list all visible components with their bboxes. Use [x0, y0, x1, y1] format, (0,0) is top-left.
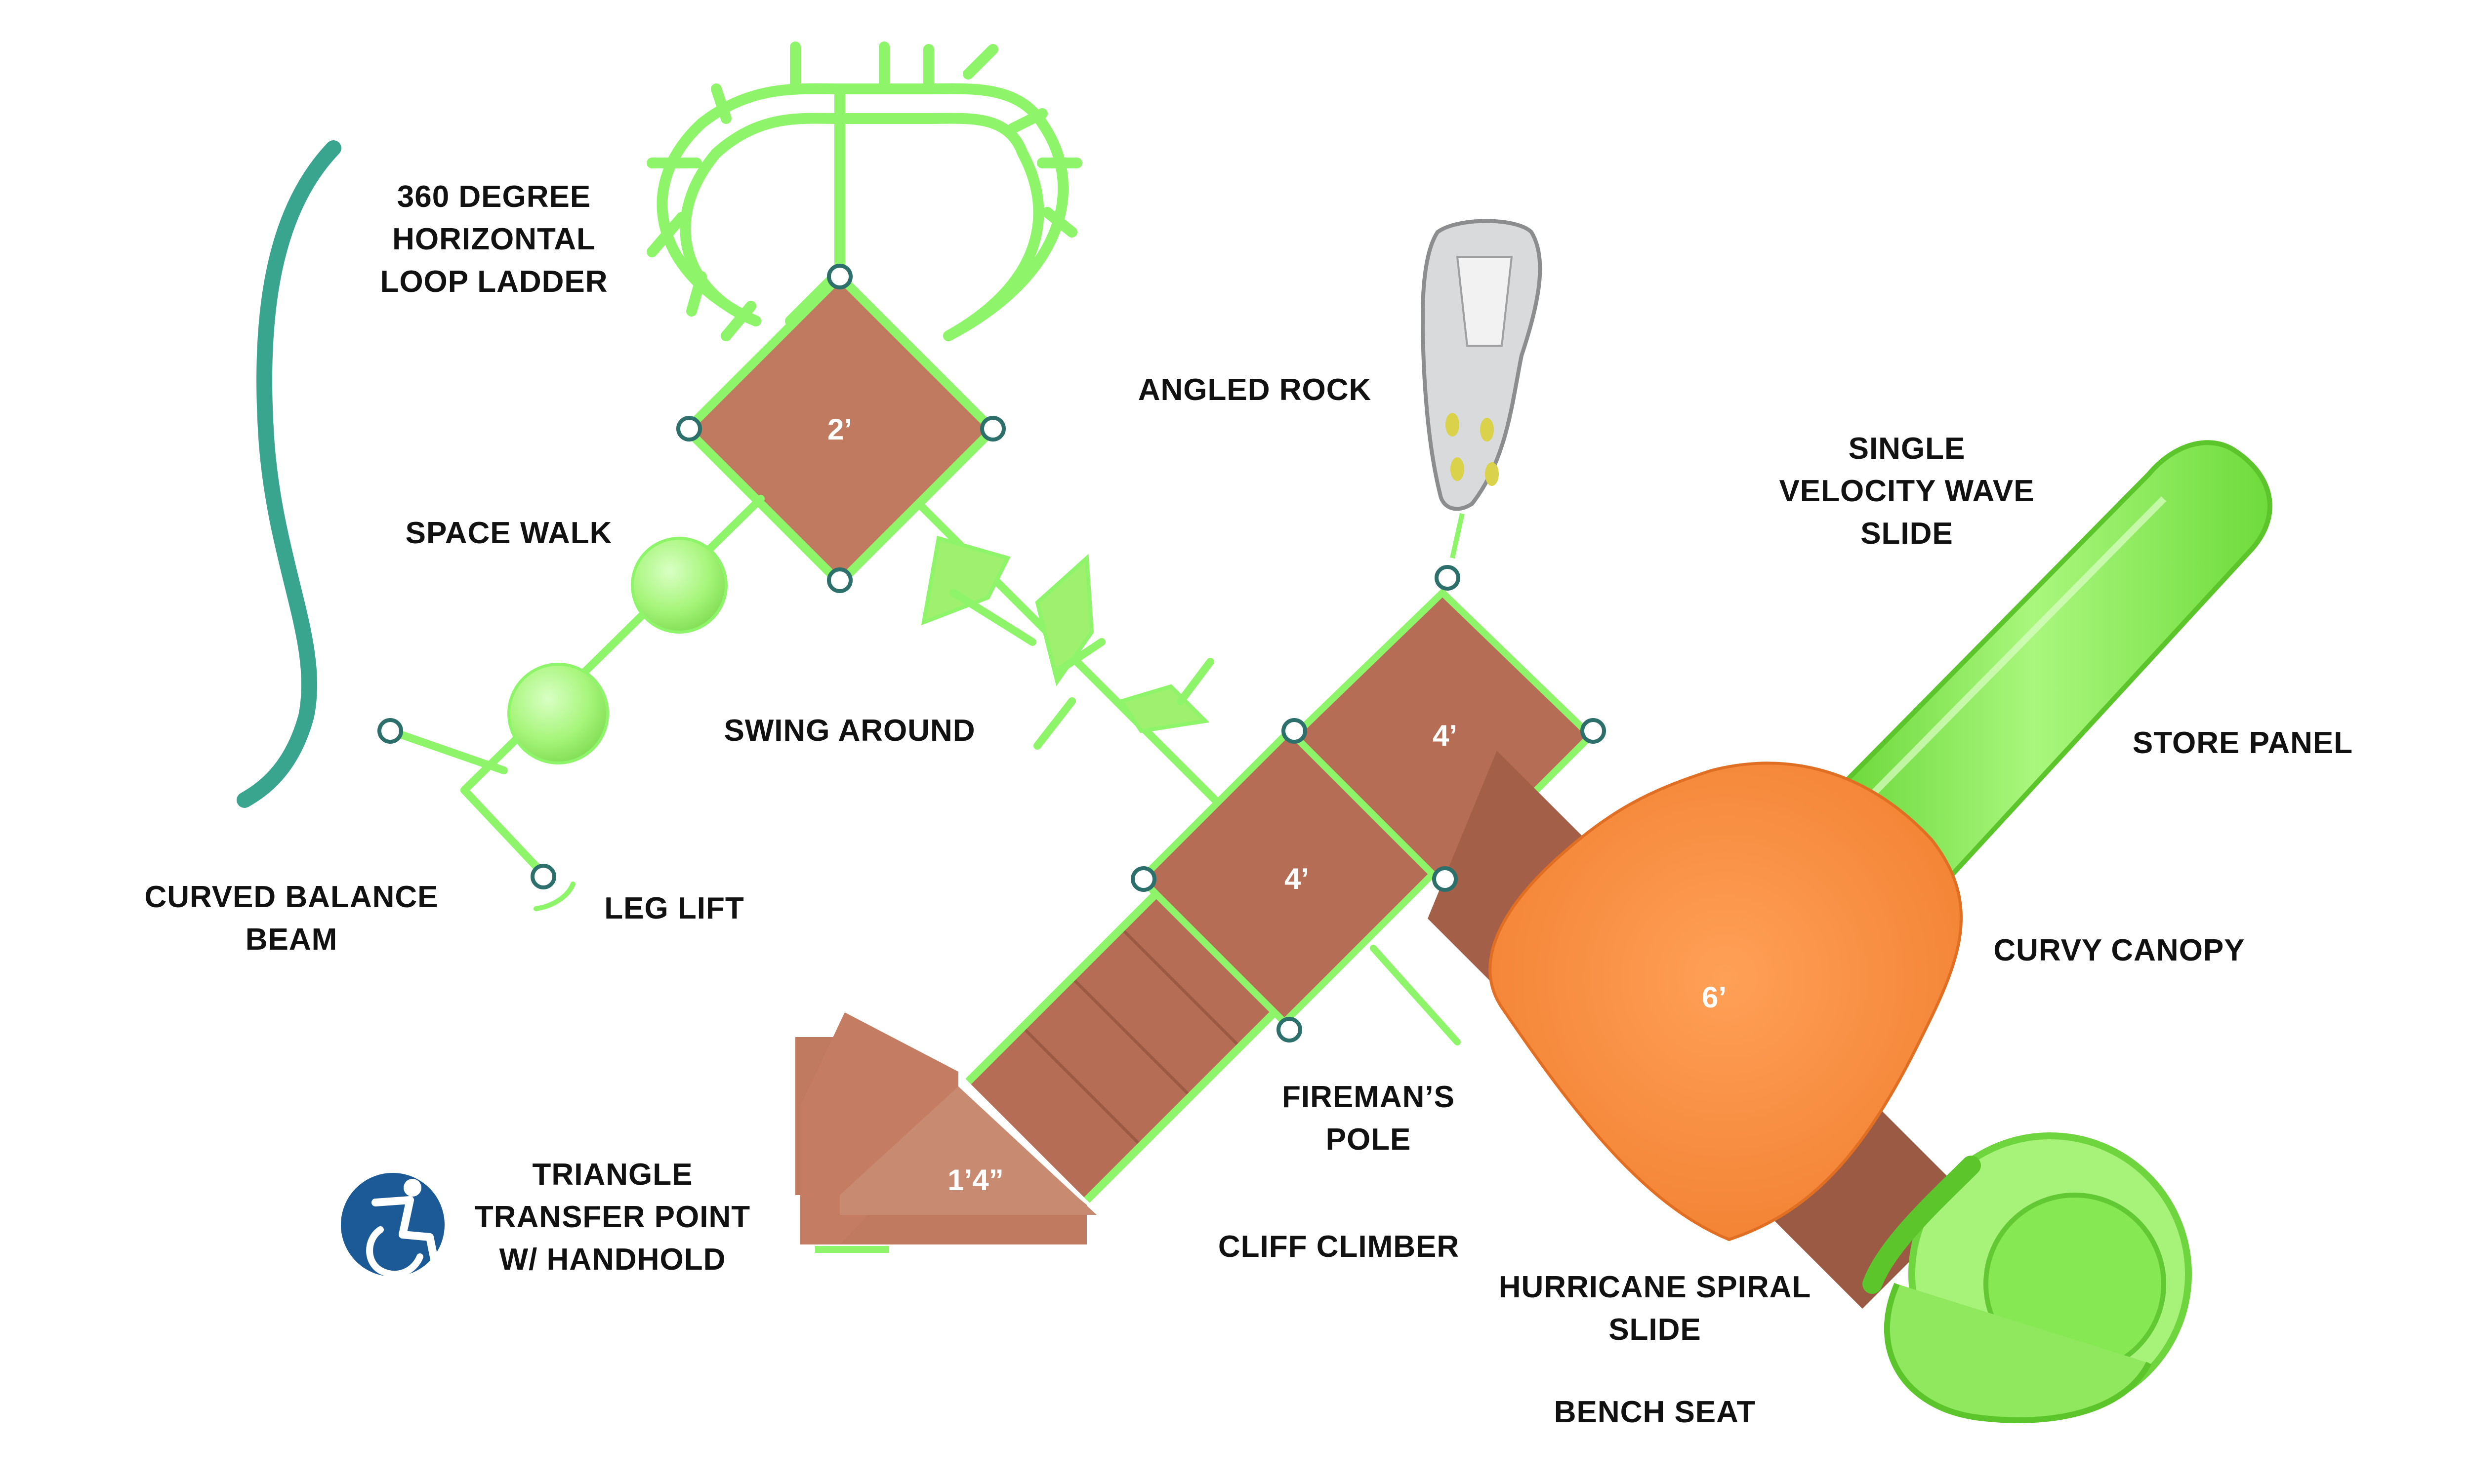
space-walk	[386, 495, 765, 911]
label-angled-rock: ANGLED ROCK	[1138, 373, 1372, 407]
label-space-walk: SPACE WALK	[405, 516, 613, 550]
angled-rock	[1420, 219, 1542, 559]
label-curvy-canopy: CURVY CANOPY	[1993, 933, 2245, 967]
height-label-4ft-lower: 4’	[1284, 862, 1309, 895]
label-firemans-pole: FIREMAN’S POLE	[1282, 1080, 1455, 1157]
label-loop-ladder: 360 DEGREE HORIZONTAL LOOP LADDER	[380, 180, 608, 299]
label-wave-slide: SINGLE VELOCITY WAVE SLIDE	[1779, 432, 2035, 551]
curvy-canopy	[1488, 762, 1963, 1242]
label-transfer-point: TRIANGLE TRANSFER POINT W/ HANDHOLD	[474, 1158, 751, 1277]
post-caps	[377, 264, 1606, 1043]
label-cliff-climber: CLIFF CLIMBER	[1218, 1230, 1460, 1264]
wheelchair-accessibility-icon	[341, 1173, 445, 1278]
loop-ladder	[647, 41, 1082, 341]
label-spiral-slide: HURRICANE SPIRAL SLIDE	[1498, 1270, 1811, 1347]
label-store-panel: STORE PANEL	[2132, 726, 2353, 760]
height-label-2ft: 2’	[827, 413, 852, 446]
curved-balance-beam	[237, 140, 341, 808]
velocity-wave-slide	[1794, 440, 2272, 922]
label-swing-around: SWING AROUND	[724, 714, 976, 748]
swing-around	[915, 500, 1219, 804]
cliff-climber	[968, 884, 1284, 1200]
height-label-transfer: 1’4”	[947, 1163, 1003, 1197]
firemans-pole	[1370, 945, 1461, 1045]
label-curved-balance-beam: CURVED BALANCE BEAM	[144, 880, 439, 957]
hurricane-spiral-slide	[1714, 1052, 2192, 1423]
height-label-4ft-upper: 4’	[1433, 719, 1457, 752]
label-bench-seat: BENCH SEAT	[1554, 1395, 1756, 1429]
label-leg-lift: LEG LIFT	[604, 891, 744, 925]
height-label-6ft: 6’	[1702, 981, 1727, 1014]
